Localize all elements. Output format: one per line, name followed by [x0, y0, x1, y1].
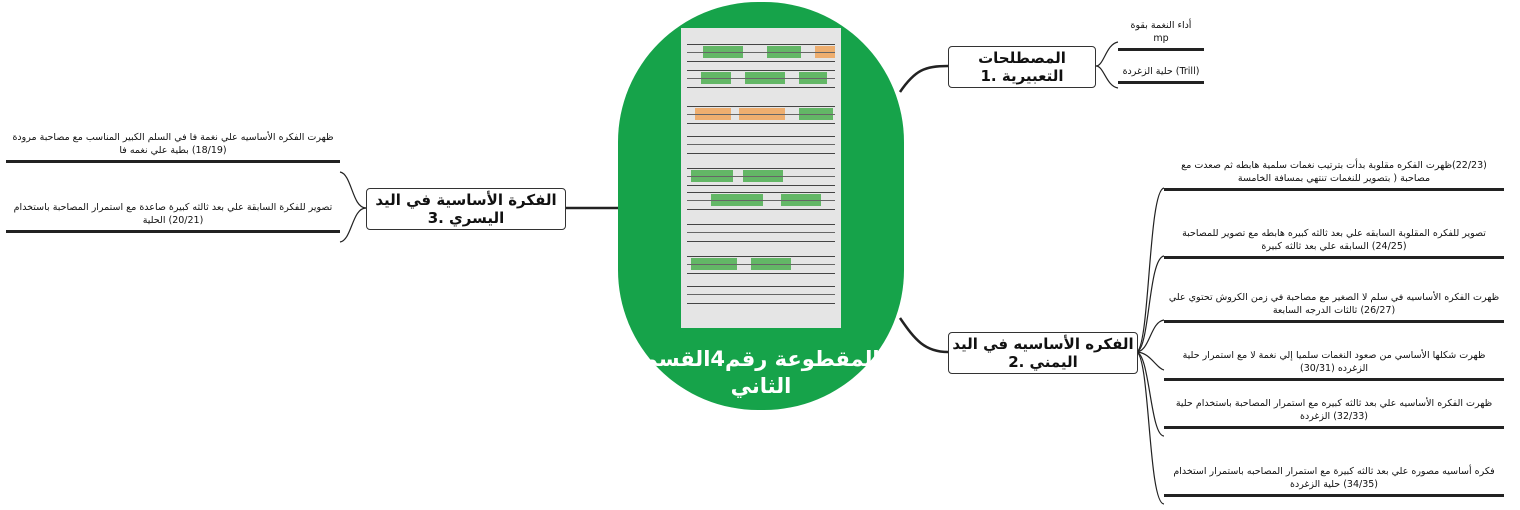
- branch-left-hand-idea[interactable]: الفكرة الأساسية في اليد اليسري .3: [366, 188, 566, 230]
- leaf-b2-6[interactable]: فكره أساسيه مصوره علي بعد ثالثه كبيرة مع…: [1164, 466, 1504, 497]
- leaf-b2-5[interactable]: ظهرت الفكره الأساسيه علي بعد ثالثه كبيره…: [1164, 398, 1504, 429]
- leaf-b1-2[interactable]: (Trill) حلية الزغردة: [1118, 66, 1204, 84]
- bracket-b1-2: [1095, 65, 1119, 89]
- leaf-b2-3[interactable]: ظهرت الفكره الأساسيه في سلم لا الصغير مع…: [1164, 292, 1504, 323]
- leaf-b2-1[interactable]: (22/23)ظهرت الفكره مقلوبة بدأت بترتيب نغ…: [1164, 160, 1504, 191]
- bracket-b1-1: [1095, 41, 1119, 67]
- link-center-b2: [898, 317, 949, 354]
- sheet-music-image: [681, 28, 841, 328]
- central-topic[interactable]: المقطوعة رقم4القسم الثاني: [618, 2, 904, 410]
- leaf-b2-4[interactable]: ظهرت شكلها الأساسي من صعود النغمات سلميا…: [1164, 350, 1504, 381]
- leaf-b1-1[interactable]: أداء النغمة بقوة mp: [1118, 20, 1204, 51]
- link-center-b1: [898, 64, 949, 93]
- branch-expressive-terms[interactable]: المصطلحات التعبيرية .1: [948, 46, 1096, 88]
- leaf-b3-1[interactable]: ظهرت الفكره الأساسيه علي نغمة فا في السل…: [6, 132, 340, 163]
- leaf-b3-2[interactable]: تصوير للفكرة السابقة علي بعد ثالثه كبيرة…: [6, 202, 340, 233]
- leaf-b2-2[interactable]: تصوير للفكره المقلوبة السابقه علي بعد ثا…: [1164, 228, 1504, 259]
- central-topic-title: المقطوعة رقم4القسم الثاني: [642, 347, 880, 399]
- branch-right-hand-idea[interactable]: الفكره الأساسيه في اليد اليمني .2: [948, 332, 1138, 374]
